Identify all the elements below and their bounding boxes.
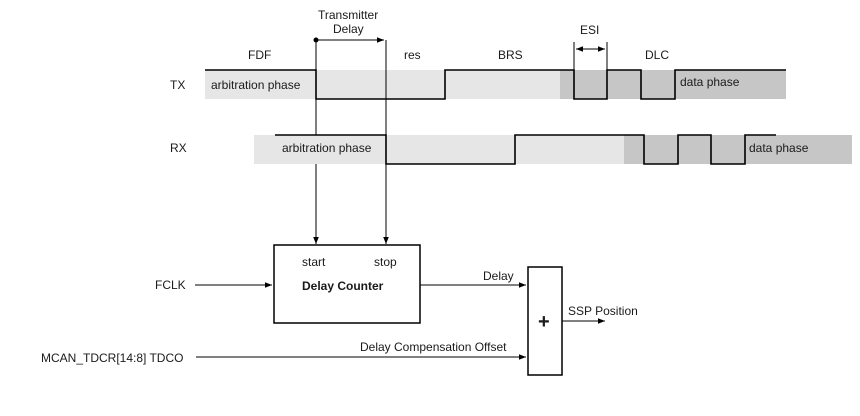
rx-waveform: [275, 134, 776, 165]
delay-path: Delay: [420, 269, 526, 288]
delay-label: Delay: [483, 269, 514, 283]
rx-label: RX: [170, 141, 187, 155]
adder-block: +: [527, 266, 563, 376]
fclk-input: FCLK: [155, 278, 272, 292]
esi-label: ESI: [580, 23, 599, 37]
delay-counter-box: [273, 244, 421, 324]
ssp-output: SSP Position: [562, 304, 638, 324]
adder-box: [527, 266, 563, 376]
brs-label: BRS: [498, 48, 523, 62]
fclk-label: FCLK: [155, 278, 186, 292]
rx-arbitration-band: [254, 135, 624, 164]
dlc-label: DLC: [645, 48, 669, 62]
ssp-position-label: SSP Position: [568, 304, 638, 318]
tx-label: TX: [170, 78, 185, 92]
delay-counter-title: Delay Counter: [302, 279, 384, 293]
rx-data-band: [624, 135, 852, 164]
counter-start-label: start: [302, 255, 326, 269]
tx-timing-row: TX arbitration phase data phase: [170, 69, 786, 100]
fdf-label: FDF: [248, 48, 271, 62]
tx-waveform: [205, 69, 786, 100]
esi-span: [573, 42, 608, 70]
delay-compensation-offset-label: Delay Compensation Offset: [360, 340, 507, 354]
adder-plus-symbol: +: [538, 311, 550, 333]
res-label: res: [404, 48, 421, 62]
rx-timing-row: RX arbitration phase data phase: [170, 134, 852, 165]
transmitter-delay: Transmitter Delay: [313, 8, 389, 244]
transmitter-delay-label-line1: Transmitter: [318, 8, 378, 22]
tx-arbitration-label: arbitration phase: [211, 78, 301, 92]
rx-data-label: data phase: [749, 141, 809, 155]
rx-arbitration-label: arbitration phase: [282, 141, 372, 155]
counter-stop-label: stop: [374, 255, 397, 269]
field-labels: FDF res BRS ESI DLC: [248, 23, 669, 62]
tdco-input: MCAN_TDCR[14:8] TDCO Delay Compensation …: [41, 340, 526, 365]
tx-arbitration-band: [205, 70, 560, 99]
tdco-label: MCAN_TDCR[14:8] TDCO: [41, 351, 183, 365]
tx-data-label: data phase: [680, 75, 740, 89]
delay-counter-block: start stop Delay Counter: [273, 244, 421, 324]
tx-data-band: [560, 70, 786, 99]
transmitter-delay-label-line2: Delay: [333, 22, 364, 36]
